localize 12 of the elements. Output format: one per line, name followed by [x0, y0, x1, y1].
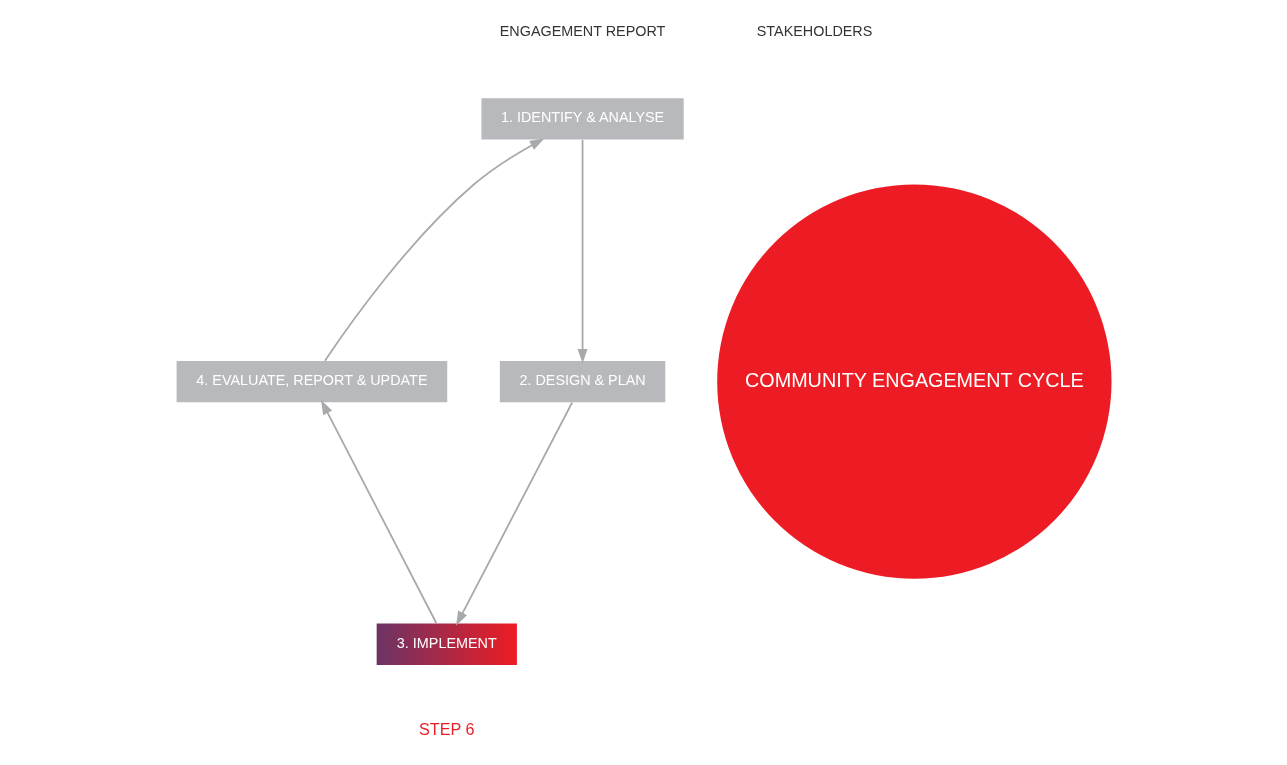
node-box: 3. IMPLEMENT — [376, 623, 517, 665]
node-box: 1. IDENTIFY & ANALYSE — [480, 98, 684, 140]
arrow — [455, 401, 573, 626]
node-box: 4. EVALUATE, REPORT & UPDATE — [176, 360, 447, 403]
arrow — [323, 138, 544, 362]
node-circle: COMMUNITY ENGAGEMENT CYCLE — [716, 184, 1112, 579]
node-box: 2. DESIGN & PLAN — [499, 360, 665, 403]
arrow — [577, 138, 588, 364]
label: ENGAGEMENT REPORT — [499, 23, 665, 40]
arrow — [320, 400, 437, 625]
label: STAKEHOLDERS — [756, 23, 872, 40]
label: STEP 6 — [418, 720, 475, 739]
